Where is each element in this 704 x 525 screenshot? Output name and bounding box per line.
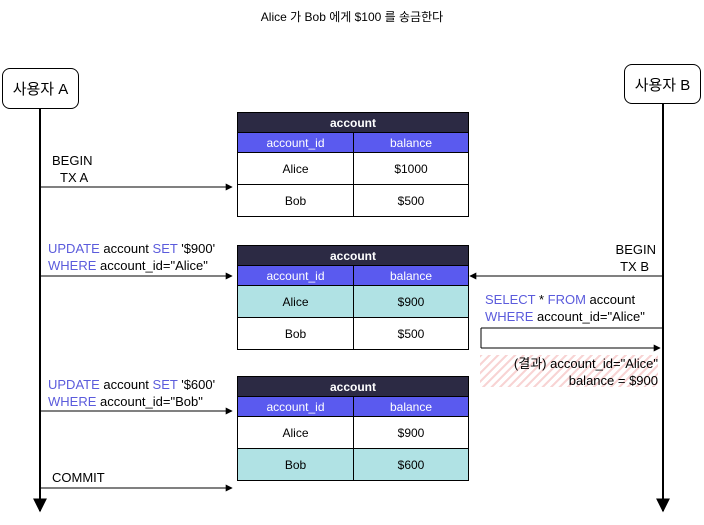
column-header: account_id [237,396,354,417]
commit-label: COMMIT [52,470,105,485]
begin-b-line2: TX B [620,259,649,274]
cell-balance: $500 [352,184,470,217]
table-title: account [236,376,470,397]
sql-text: account_id="Alice" [96,258,208,273]
begin-a-line1: BEGIN [52,153,93,168]
sql-text: account_id="Alice" [533,309,645,324]
diagram-title: Alice 가 Bob 에게 $100 를 송금한다 [260,10,444,24]
sql-text: account [99,241,153,256]
cell-balance: $900 [352,285,470,318]
column-header: balance [352,396,470,417]
update-bob-sql: UPDATE account SET '$600' WHERE account_… [48,376,215,410]
sql-text: * [535,292,548,307]
sql-keyword: SELECT [485,292,536,307]
cell-account-id: Alice [237,416,354,449]
result-hatch [480,355,658,387]
sql-text: account_id="Bob" [96,394,203,409]
table-row: Alice$900 [237,285,470,318]
actor-a: 사용자 A [2,68,79,109]
cell-account-id: Bob [237,448,354,481]
table-row: Bob$600 [237,448,470,481]
update-alice-sql: UPDATE account SET '$900' WHERE account_… [48,240,215,274]
begin-a-label: BEGIN TX A [52,152,92,186]
table-row: Bob$500 [237,184,470,217]
column-header: balance [352,132,470,153]
select-b-sql: SELECT * FROM account WHERE account_id="… [485,291,645,325]
begin-a-line2: TX A [60,170,89,185]
actor-b: 사용자 B [624,64,701,104]
sql-keyword: WHERE [485,309,534,324]
cell-balance: $1000 [352,152,470,185]
table-row: Bob$500 [237,317,470,350]
sql-keyword: FROM [547,292,586,307]
cell-account-id: Bob [237,184,354,217]
table-row: Alice$900 [237,416,470,449]
table-title: account [236,245,470,266]
result-line2: balance = $900 [568,373,658,388]
sql-keyword: WHERE [48,394,97,409]
sql-keyword: SET [152,241,178,256]
sql-keyword: UPDATE [48,241,100,256]
column-header: account_id [237,265,354,286]
sql-keyword: SET [152,377,178,392]
table-row: Alice$1000 [237,152,470,185]
cell-balance: $500 [352,317,470,350]
cell-account-id: Alice [237,152,354,185]
begin-b-label: BEGIN TX B [616,241,657,275]
sql-text: account [99,377,153,392]
cell-balance: $900 [352,416,470,449]
column-header: account_id [237,132,354,153]
sql-keyword: UPDATE [48,377,100,392]
column-header: balance [352,265,470,286]
sql-text: '$900' [177,241,216,256]
sql-text: '$600' [177,377,216,392]
cell-account-id: Alice [237,285,354,318]
table-title: account [236,112,470,133]
result-line1: (결과) account_id="Alice" [513,356,658,371]
sql-keyword: WHERE [48,258,97,273]
cell-balance: $600 [352,448,470,481]
result-label: (결과) account_id="Alice" balance = $900 [514,355,658,389]
begin-b-line1: BEGIN [615,242,656,257]
sql-text: account [585,292,636,307]
cell-account-id: Bob [237,317,354,350]
